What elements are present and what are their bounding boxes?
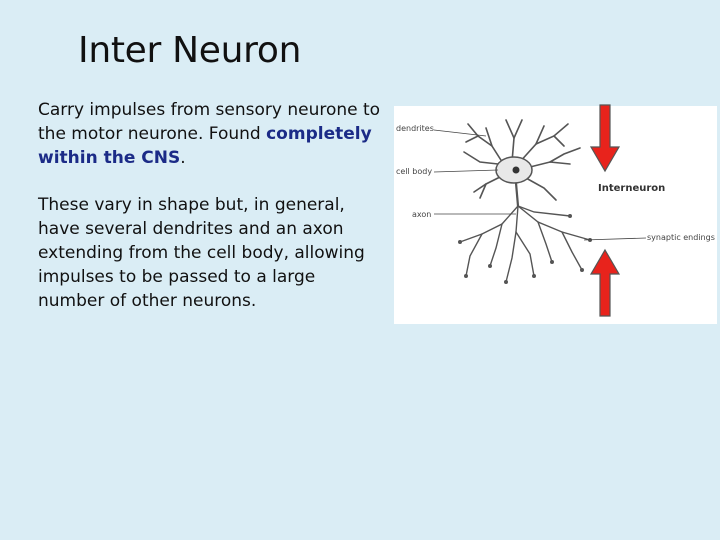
interneuron-diagram: dendrites cell body axon synaptic ending… xyxy=(396,119,715,284)
label-dendrites: dendrites xyxy=(396,124,434,133)
slide-body: Carry impulses from sensory neurone to t… xyxy=(38,98,383,336)
synaptic-knobs xyxy=(458,214,592,284)
label-axon: axon xyxy=(412,210,431,219)
nucleus-shape xyxy=(512,166,520,174)
slide-title: Inter Neuron xyxy=(78,30,302,71)
label-cell-body: cell body xyxy=(396,167,432,176)
paragraph-1-emphasis: completely within the CNS xyxy=(38,124,372,168)
dendrites-drawing xyxy=(463,119,581,201)
paragraph-1-end: . xyxy=(180,148,186,168)
paragraph-2: These vary in shape but, in general, hav… xyxy=(38,195,365,311)
figure-title: Interneuron xyxy=(598,183,665,194)
label-synaptic-endings: synaptic endings xyxy=(647,233,715,242)
axon-drawing xyxy=(514,182,520,207)
leader-lines xyxy=(433,129,647,241)
arrow-up-icon xyxy=(589,248,621,317)
interneuron-figure: dendrites cell body axon synaptic ending… xyxy=(394,106,717,324)
paragraph-1: Carry impulses from sensory neurone to t… xyxy=(38,98,383,170)
arrow-down-icon xyxy=(589,104,621,173)
synaptic-endings-drawing xyxy=(459,205,591,283)
paragraph-1-text: Carry impulses from sensory neurone to t… xyxy=(38,100,381,144)
